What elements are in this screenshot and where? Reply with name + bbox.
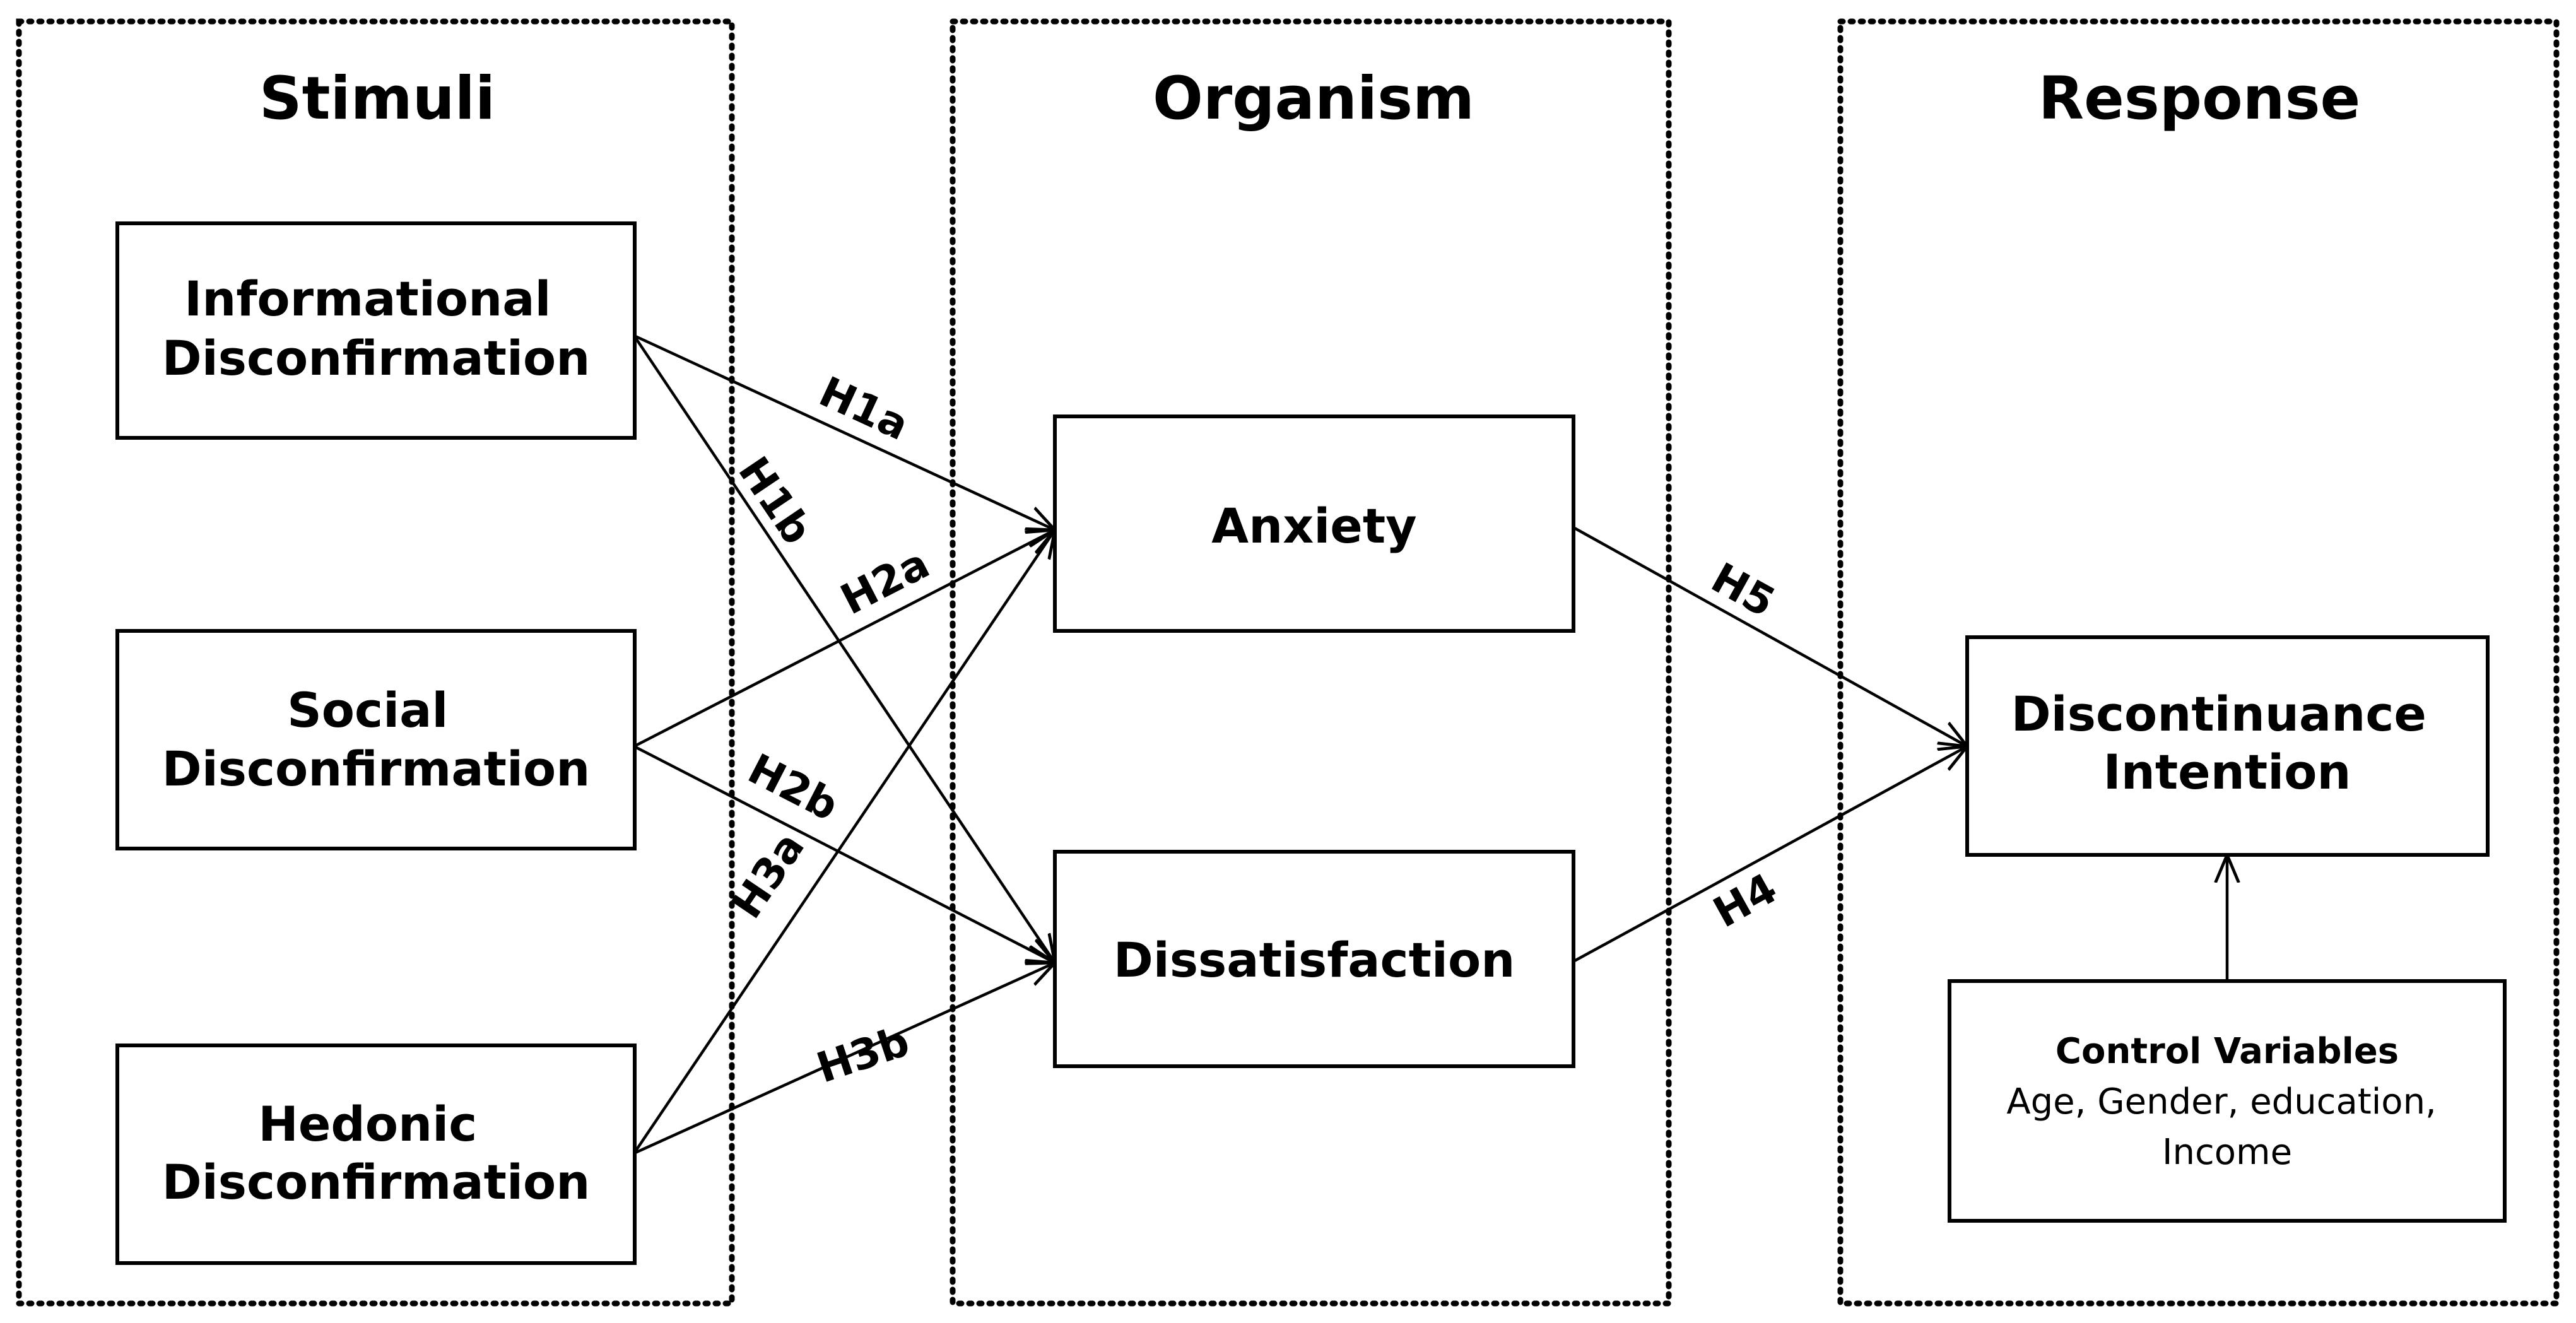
path-h4 bbox=[1571, 746, 1967, 963]
dissatisfaction-box: Dissatisfaction bbox=[1053, 850, 1575, 1068]
label-h2b: H2b bbox=[741, 744, 846, 830]
label-h3b: H3b bbox=[811, 1017, 915, 1093]
path-h3a bbox=[633, 530, 1055, 1155]
response-panel bbox=[1837, 18, 2560, 1307]
label-h1a: H1a bbox=[812, 367, 916, 450]
label-h5: H5 bbox=[1703, 553, 1783, 626]
discontinuance-intention-box: Discontinuance Intention bbox=[1965, 635, 2490, 857]
label-h2a: H2a bbox=[833, 539, 937, 624]
path-h1a bbox=[633, 334, 1055, 530]
path-h3b bbox=[633, 963, 1055, 1155]
hedonic-line2: Disconfirmation bbox=[162, 1154, 591, 1210]
social-line2: Disconfirmation bbox=[162, 741, 591, 797]
dissatisfaction-label: Dissatisfaction bbox=[1114, 932, 1515, 988]
informational-disconfirmation-box: Informational Disconfirmation bbox=[115, 221, 637, 440]
informational-line2: Disconfirmation bbox=[162, 330, 591, 386]
path-h2a bbox=[633, 530, 1055, 748]
svg-text:Informational Disconfirm: Informational Disconfirmation bbox=[162, 271, 591, 386]
svg-text:Age, Gender, education,: Age, Gender, education, Income bbox=[2006, 1081, 2447, 1173]
svg-text:Discontinuance Intention: Discontinuance Intention bbox=[2011, 686, 2444, 800]
control-variables-box: Control Variables Age, Gender, education… bbox=[1948, 979, 2507, 1223]
organism-title: Organism bbox=[1153, 64, 1474, 133]
anxiety-label: Anxiety bbox=[1211, 498, 1416, 554]
label-h1b: H1b bbox=[729, 448, 821, 553]
discontinuance-line1: Discontinuance bbox=[2011, 686, 2426, 742]
path-h5 bbox=[1571, 526, 1967, 746]
control-variables-line2: Income bbox=[2162, 1132, 2292, 1173]
svg-text:Hedonic Disconfirmation: Hedonic Disconfirmation bbox=[162, 1096, 591, 1210]
discontinuance-line2: Intention bbox=[2103, 744, 2351, 800]
anxiety-box: Anxiety bbox=[1053, 415, 1575, 633]
stimuli-panel bbox=[16, 18, 735, 1307]
stimuli-title: Stimuli bbox=[259, 64, 495, 133]
hedonic-disconfirmation-box: Hedonic Disconfirmation bbox=[115, 1044, 637, 1265]
informational-line1: Informational bbox=[184, 271, 551, 327]
social-line1: Social bbox=[287, 682, 448, 738]
control-variables-title: Control Variables bbox=[2056, 1031, 2399, 1072]
hedonic-line1: Hedonic bbox=[258, 1096, 477, 1152]
hypothesis-paths bbox=[633, 334, 2227, 1155]
control-variables-line1: Age, Gender, education, bbox=[2006, 1081, 2437, 1122]
organism-panel bbox=[950, 18, 1672, 1307]
social-disconfirmation-box: Social Disconfirmation bbox=[115, 629, 637, 850]
label-h3a: H3a bbox=[722, 823, 814, 927]
path-h1b bbox=[633, 334, 1055, 963]
response-title: Response bbox=[2038, 64, 2361, 133]
path-h2b bbox=[633, 744, 1055, 963]
label-h4: H4 bbox=[1705, 864, 1785, 937]
svg-text:Social Disconfirmation: Social Disconfirmation bbox=[162, 682, 591, 797]
